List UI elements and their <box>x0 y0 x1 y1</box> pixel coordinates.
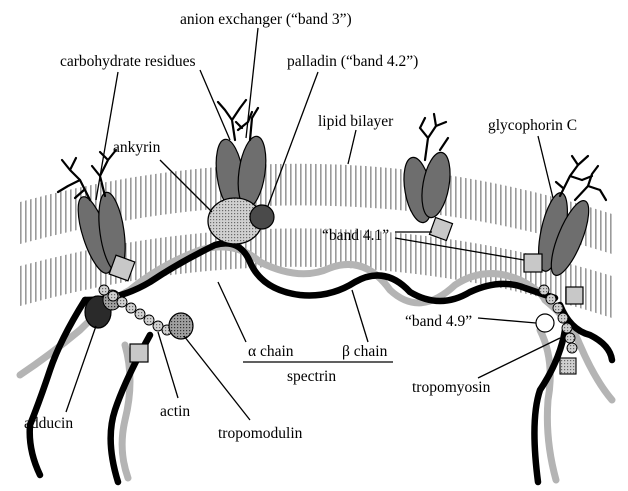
tropomodulin-protein <box>169 313 193 339</box>
label-glycophorin-c: glycophorin C <box>488 117 577 134</box>
label-carbohydrate-residues: carbohydrate residues <box>60 53 196 70</box>
band41-protein-right-lower <box>560 358 576 374</box>
label-band-4-9: “band 4.9” <box>405 313 472 330</box>
label-band-4-1: “band 4.1” <box>322 227 389 244</box>
label-adducin: adducin <box>24 415 73 432</box>
label-tropomyosin: tropomyosin <box>412 379 491 396</box>
label-ankyrin: ankyrin <box>113 139 161 156</box>
label-alpha-chain: α chain <box>248 343 294 360</box>
label-actin: actin <box>160 403 190 420</box>
label-tropomodulin: tropomodulin <box>218 425 303 442</box>
label-beta-chain: β chain <box>342 343 388 360</box>
label-anion-exchanger: anion exchanger (“band 3”) <box>180 11 352 28</box>
label-palladin: palladin (“band 4.2”) <box>287 53 418 70</box>
label-spectrin: spectrin <box>287 368 336 385</box>
label-lipid-bilayer: lipid bilayer <box>318 113 394 130</box>
band49-protein <box>536 314 554 332</box>
palladin-protein <box>250 205 274 229</box>
